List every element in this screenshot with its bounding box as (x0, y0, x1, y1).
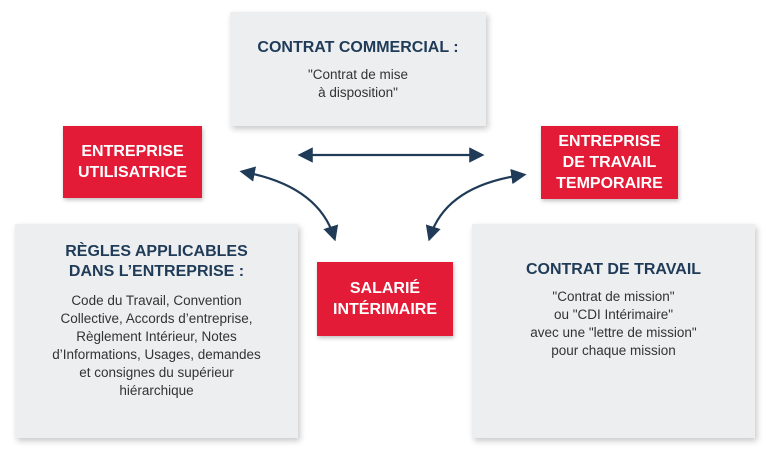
arrow-eu-salarie (239, 166, 339, 242)
commercial-contract-body: "Contrat de mise à disposition" (307, 67, 409, 100)
work-contract-title: CONTRAT DE TRAVAIL (525, 261, 702, 278)
work-contract-box: CONTRAT DE TRAVAIL "Contrat de mission" … (472, 224, 755, 438)
entreprise-utilisatrice-node: ENTREPRISE UTILISATRICE (63, 126, 202, 198)
arrow-ett-salarie (425, 168, 527, 242)
salarie-node: SALARIÉ INTÉRIMAIRE (317, 262, 453, 336)
rules-title: RÈGLES APPLICABLES DANS L’ENTREPRISE : (65, 243, 248, 280)
rules-box: RÈGLES APPLICABLES DANS L’ENTREPRISE : C… (15, 224, 298, 438)
rules-body: Code du Travail, Convention Collective, … (52, 293, 261, 398)
work-contract-body: "Contrat de mission" ou "CDI Intérimaire… (530, 289, 697, 358)
commercial-contract-title: CONTRAT COMMERCIAL : (257, 39, 459, 56)
commercial-contract-box: CONTRAT COMMERCIAL : "Contrat de mise à … (230, 12, 486, 126)
ett-node: ENTREPRISE DE TRAVAIL TEMPORAIRE (541, 126, 678, 199)
